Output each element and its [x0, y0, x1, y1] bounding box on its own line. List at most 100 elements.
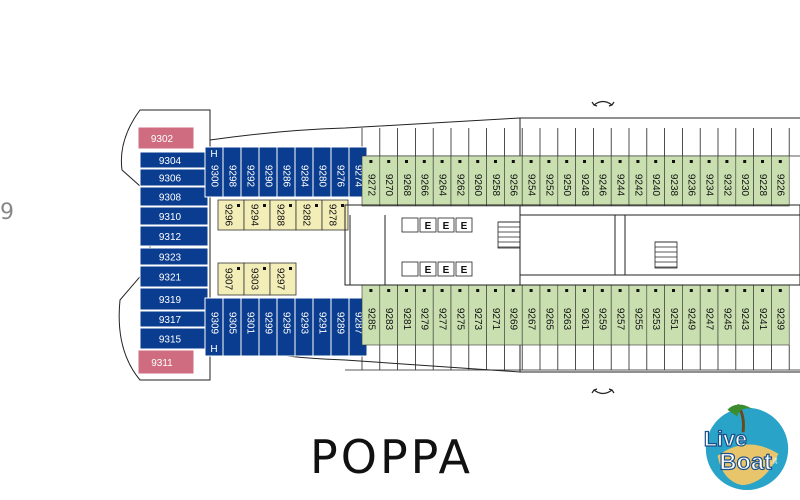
cabin-marker	[476, 160, 480, 163]
cabin-marker	[583, 160, 586, 163]
elevator	[455, 217, 473, 233]
cabin-number: 9228	[757, 174, 768, 197]
cabin-marker	[547, 160, 551, 163]
stern-cabin-number: 9308	[159, 193, 182, 204]
page-title: POPPA	[310, 430, 473, 484]
cabin-marker	[387, 289, 391, 292]
cabin-number: 9226	[775, 174, 786, 197]
stern-cabins: 9302930493069308931093129323932193199317…	[137, 126, 209, 375]
stern-cabin-number: 9321	[159, 273, 182, 284]
cabin-number: 9285	[365, 308, 376, 331]
cabin-marker	[458, 289, 462, 292]
cabin-marker	[263, 267, 266, 270]
cabin-number: 9309	[208, 312, 219, 335]
stern-cabin	[137, 349, 195, 375]
cabin-number: 9272	[365, 174, 376, 197]
cabin-number: 9252	[543, 174, 554, 197]
stern-cabin	[139, 247, 209, 266]
cabin-marker	[707, 160, 711, 163]
stern-cabin-number: 9317	[159, 315, 182, 326]
cabin-number: 9257	[614, 308, 625, 331]
cabin-marker	[565, 160, 569, 163]
cabin-marker	[618, 160, 622, 163]
cabin-number: 9266	[419, 174, 430, 197]
elevator-label: E	[461, 265, 468, 276]
stairwell	[654, 241, 678, 269]
elevator	[455, 261, 473, 277]
cabin-number: 9248	[579, 174, 590, 197]
elevator	[401, 217, 419, 233]
cabin-marker	[440, 289, 444, 292]
cabin-number: 9258	[490, 174, 501, 197]
cabin-number: 9239	[775, 308, 786, 331]
cabin-marker	[511, 289, 515, 292]
cabin-marker	[440, 160, 444, 163]
balcony-strips-bottom	[345, 345, 800, 371]
cabin-number: 9243	[739, 308, 750, 331]
stern-cabin-number: 9315	[159, 335, 182, 346]
stern-cabin	[139, 265, 209, 288]
cabin-number: 9255	[632, 308, 643, 331]
elevator-label: E	[461, 221, 468, 232]
cabin-number: 9286	[280, 165, 291, 188]
cabin-number: 9277	[436, 308, 447, 331]
cabin-number: 9249	[686, 308, 697, 331]
cabin-number: 9290	[262, 165, 273, 188]
cabin-marker	[289, 204, 292, 207]
stairs	[497, 221, 678, 269]
cabin-marker	[387, 160, 391, 163]
cabin-number: 9274	[352, 165, 363, 188]
stern-cabin-number: 9319	[159, 295, 182, 306]
cabin-marker	[529, 160, 533, 163]
stern-cabin-number: 9311	[151, 358, 173, 369]
stern-cabin-number: 9302	[151, 134, 174, 145]
cabin-marker	[618, 289, 622, 292]
cabin-number: 9238	[668, 174, 679, 197]
cabin-number: 9280	[316, 165, 327, 188]
cabin-marker	[725, 160, 729, 163]
cabin-number: 9242	[632, 174, 643, 197]
cabin-number: 9281	[401, 308, 412, 331]
cabin-marker	[511, 160, 515, 163]
elevator	[419, 217, 437, 233]
cabin-number: 9270	[383, 174, 394, 197]
cabin-number: 9295	[280, 312, 291, 335]
elevator-label: E	[443, 265, 450, 276]
cabin-number: 9299	[262, 312, 273, 335]
cabin-number: 9282	[300, 204, 311, 227]
elevator	[419, 261, 437, 277]
logo-text-suffix: .it	[771, 456, 778, 466]
cabin-number: 9240	[650, 174, 661, 197]
cabin-marker	[494, 160, 497, 163]
cabin-number: 9264	[436, 174, 447, 197]
cabin-marker	[494, 289, 497, 292]
cabin-number: 9268	[401, 174, 412, 197]
stern-cabin-number: 9306	[159, 174, 182, 185]
cabin-number: 9292	[244, 165, 255, 188]
cabin-number: 9279	[419, 308, 430, 331]
cabin-number: 9230	[739, 174, 750, 197]
cabin-number: 9261	[579, 308, 590, 331]
elevator	[401, 261, 419, 277]
cabin-marker	[672, 289, 675, 292]
cabin-marker	[369, 289, 373, 292]
cabin-marker	[565, 289, 569, 292]
cabin-number: 9291	[316, 312, 327, 335]
cabin-number: 9284	[298, 165, 309, 188]
cabin-marker	[237, 267, 240, 270]
cabin-marker	[743, 160, 747, 163]
cabin-number: 9244	[614, 174, 625, 197]
stern-cabin-number: 9310	[159, 212, 182, 223]
cabin-number: 9267	[525, 308, 536, 331]
cabin-marker	[583, 289, 586, 292]
cabin-number: 9241	[757, 308, 768, 331]
cabin-marker	[369, 160, 373, 163]
cabin-marker	[654, 160, 658, 163]
elevator	[437, 261, 455, 277]
